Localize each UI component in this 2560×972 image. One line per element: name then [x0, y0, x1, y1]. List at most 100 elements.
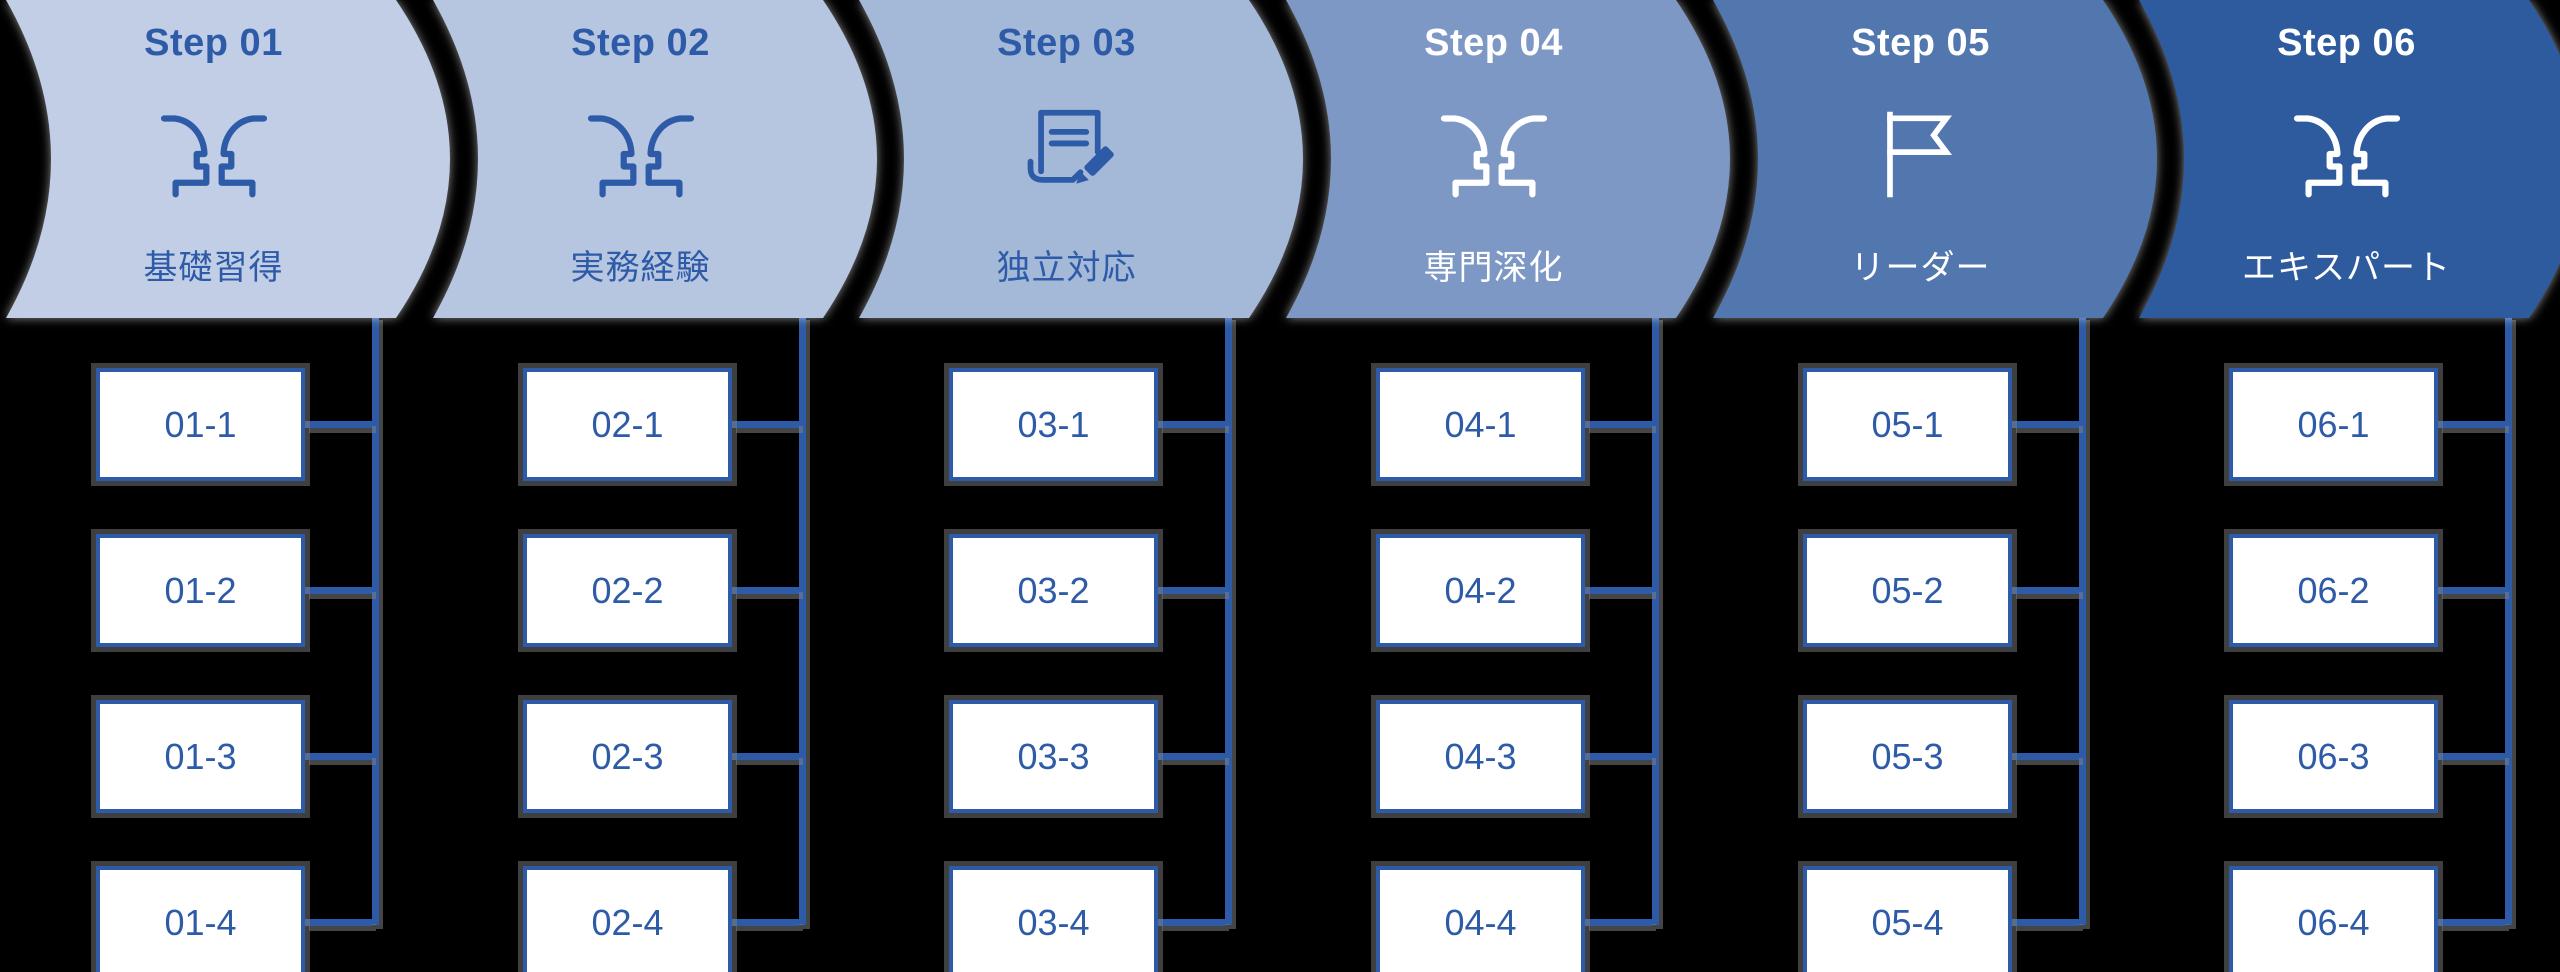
sub-item-box: 04-1 [1376, 368, 1585, 481]
step-column-02: Step 02 実務経験 02-1 02-2 02-3 02-4 [427, 0, 877, 972]
step-title: Step 06 [2277, 22, 2416, 64]
sub-item-box: 05-1 [1803, 368, 2012, 481]
tree-branch-line [1585, 753, 1652, 760]
sub-item-box: 02-1 [523, 368, 732, 481]
sub-item-box: 03-3 [949, 700, 1158, 813]
tree-branch-line [2438, 587, 2505, 594]
step-header: Step 02 実務経験 [427, 0, 854, 318]
step-header: Step 05 リーダー [1707, 0, 2134, 318]
sub-item-box: 01-2 [96, 534, 305, 647]
tree-branch-line [2012, 753, 2079, 760]
document-edit-icon [853, 102, 1280, 206]
facing-heads-icon [0, 102, 427, 206]
sub-item-label: 05-2 [1871, 569, 1944, 611]
sub-item-label: 06-4 [2297, 901, 2370, 943]
step-title: Step 04 [1424, 22, 1563, 64]
sub-item-box: 03-4 [949, 866, 1158, 972]
tree-branch-line [1158, 919, 1225, 926]
tree-branch-line [1158, 753, 1225, 760]
tree-branch-line [1158, 587, 1225, 594]
step-column-06: Step 06 エキスパート 06-1 06-2 06-3 06-4 [2133, 0, 2560, 972]
sub-item-box: 06-3 [2229, 700, 2438, 813]
sub-item-label: 03-3 [1017, 735, 1090, 777]
chevron-shape [1713, 0, 2157, 318]
tree-branch-line [305, 421, 372, 428]
tree-branch-line [732, 919, 799, 926]
tree-branch-line [1158, 421, 1225, 428]
step-header: Step 06 エキスパート [2133, 0, 2560, 318]
sub-item-box: 02-2 [523, 534, 732, 647]
chevron-shape [2139, 0, 2560, 318]
tree-vertical-line [372, 316, 379, 925]
tree-vertical-line [1225, 316, 1232, 925]
sub-item-label: 04-2 [1444, 569, 1517, 611]
step-label: 実務経験 [570, 249, 711, 287]
step-column-01: Step 01 基礎習得 01-1 01-2 01-3 01-4 [0, 0, 450, 972]
sub-item-label: 01-3 [164, 735, 237, 777]
tree-vertical-line [2079, 316, 2086, 925]
sub-item-label: 06-1 [2297, 403, 2370, 445]
sub-item-label: 06-2 [2297, 569, 2370, 611]
step-header: Step 01 基礎習得 [0, 0, 427, 318]
tree-branch-line [2438, 753, 2505, 760]
tree-branch-line [2438, 919, 2505, 926]
sub-item-label: 03-1 [1017, 403, 1090, 445]
facing-heads-icon [1280, 102, 1707, 206]
tree-branch-line [305, 587, 372, 594]
sub-item-box: 05-2 [1803, 534, 2012, 647]
tree-vertical-line [799, 316, 806, 925]
sub-item-label: 03-2 [1017, 569, 1090, 611]
sub-item-label: 01-4 [164, 901, 237, 943]
sub-item-box: 06-4 [2229, 866, 2438, 972]
sub-item-label: 04-1 [1444, 403, 1517, 445]
sub-item-box: 01-1 [96, 368, 305, 481]
sub-item-box: 01-4 [96, 866, 305, 972]
chevron-shape [859, 0, 1303, 318]
sub-item-box: 04-4 [1376, 866, 1585, 972]
step-column-05: Step 05 リーダー 05-1 05-2 05-3 05-4 [1707, 0, 2157, 972]
sub-item-label: 04-3 [1444, 735, 1517, 777]
sub-item-label: 01-2 [164, 569, 237, 611]
sub-item-label: 04-4 [1444, 901, 1517, 943]
sub-item-box: 06-2 [2229, 534, 2438, 647]
sub-item-box: 04-3 [1376, 700, 1585, 813]
tree-branch-line [2012, 919, 2079, 926]
sub-item-label: 02-3 [591, 735, 664, 777]
sub-item-box: 03-2 [949, 534, 1158, 647]
sub-item-box: 05-4 [1803, 866, 2012, 972]
step-header: Step 04 専門深化 [1280, 0, 1707, 318]
step-label: 基礎習得 [143, 249, 284, 287]
sub-item-box: 03-1 [949, 368, 1158, 481]
sub-item-label: 01-1 [164, 403, 237, 445]
tree-branch-line [1585, 587, 1652, 594]
sub-item-label: 06-3 [2297, 735, 2370, 777]
tree-vertical-line [2505, 316, 2512, 925]
step-title: Step 03 [997, 22, 1136, 64]
facing-heads-icon [427, 102, 854, 206]
tree-branch-line [2012, 587, 2079, 594]
tree-branch-line [732, 421, 799, 428]
tree-branch-line [1585, 421, 1652, 428]
step-label: 専門深化 [1423, 249, 1564, 287]
flag-icon [1707, 102, 2134, 206]
step-header: Step 03 独立対応 [853, 0, 1280, 318]
tree-vertical-line [1652, 316, 1659, 925]
tree-branch-line [305, 919, 372, 926]
tree-branch-line [1585, 919, 1652, 926]
sub-item-box: 06-1 [2229, 368, 2438, 481]
step-title: Step 05 [1851, 22, 1990, 64]
sub-item-box: 04-2 [1376, 534, 1585, 647]
sub-item-label: 05-1 [1871, 403, 1944, 445]
sub-item-label: 02-4 [591, 901, 664, 943]
tree-branch-line [305, 753, 372, 760]
tree-branch-line [732, 753, 799, 760]
tree-branch-line [732, 587, 799, 594]
sub-item-label: 02-1 [591, 403, 664, 445]
facing-heads-icon [2133, 102, 2560, 206]
sub-item-box: 02-3 [523, 700, 732, 813]
step-label: リーダー [1850, 249, 1991, 287]
step-column-03: Step 03 独立対応 03-1 03-2 03-3 [853, 0, 1303, 972]
step-column-04: Step 04 専門深化 04-1 04-2 04-3 04-4 [1280, 0, 1730, 972]
sub-item-box: 02-4 [523, 866, 732, 972]
tree-branch-line [2012, 421, 2079, 428]
